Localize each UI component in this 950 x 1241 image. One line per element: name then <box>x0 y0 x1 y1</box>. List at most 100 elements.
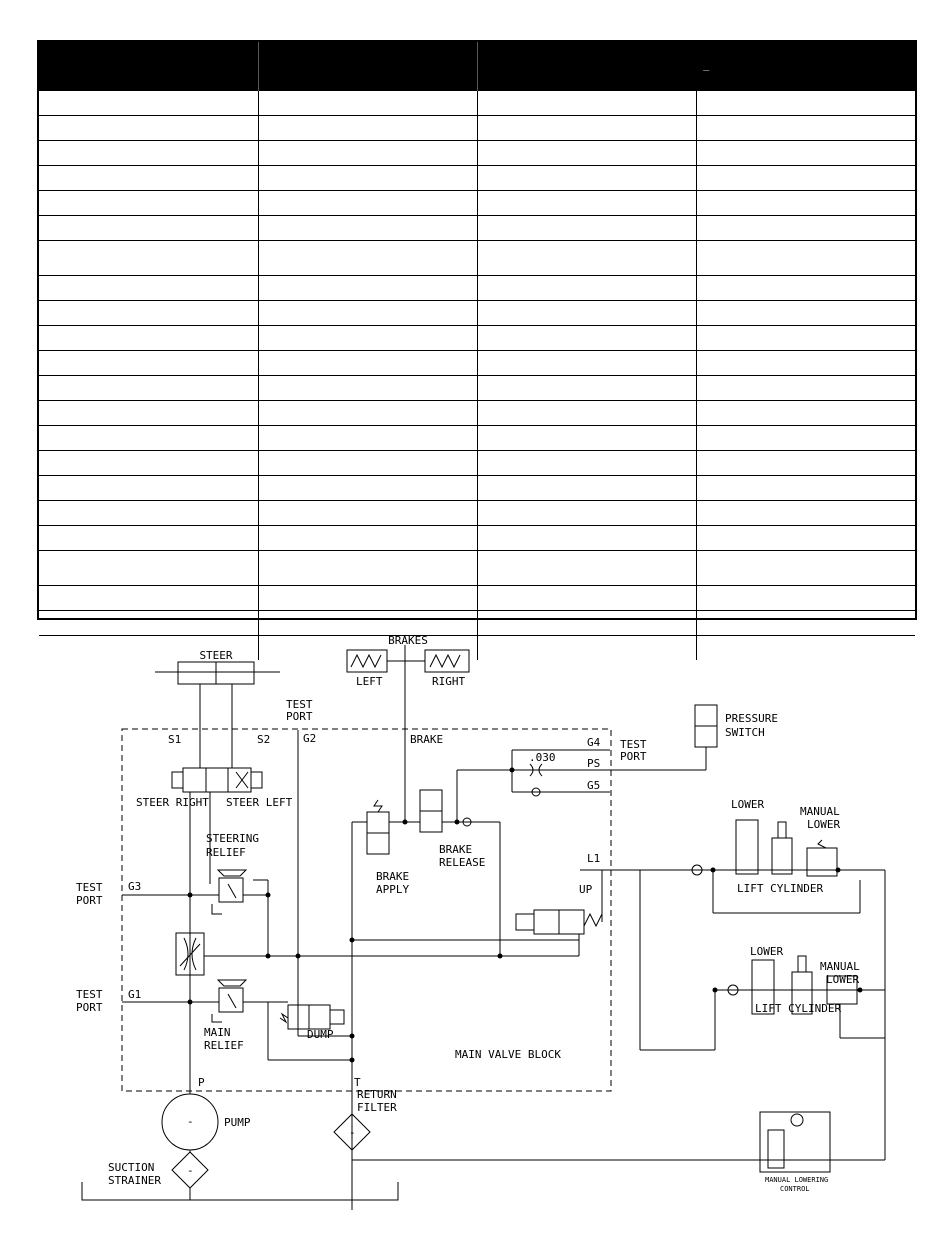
label-lift-cylinder-1: LIFT CYLINDER <box>737 882 823 895</box>
table-row <box>39 400 915 426</box>
table-cell <box>476 550 696 586</box>
table-cell <box>257 450 477 476</box>
table-cell <box>257 300 477 326</box>
table-cell <box>257 90 477 116</box>
table-row <box>39 375 915 401</box>
label-p: P <box>198 1076 205 1089</box>
table-cell <box>476 610 696 636</box>
table-cell <box>39 325 258 351</box>
table-cell <box>257 585 477 611</box>
table-cell <box>257 240 477 276</box>
table-cell <box>476 425 696 451</box>
table-cell <box>257 165 477 191</box>
table-cell <box>39 550 258 586</box>
table-cell <box>39 475 258 501</box>
label-brake-release-2: RELEASE <box>439 856 485 869</box>
table-cell <box>39 500 258 526</box>
table-cell <box>39 140 258 166</box>
table-cell <box>39 90 258 116</box>
label-test-g4-2: PORT <box>620 750 647 763</box>
label-dump: DUMP <box>307 1028 334 1041</box>
label-switch: SWITCH <box>725 726 765 739</box>
label-test-g2-2: PORT <box>286 710 313 723</box>
steer-directional-valve <box>171 742 263 1092</box>
column-header <box>39 42 258 91</box>
label-lower-1: LOWER <box>731 798 764 811</box>
table-row <box>39 190 915 216</box>
table-cell <box>476 215 696 241</box>
brake-actuators <box>346 645 470 822</box>
label-g5: G5 <box>587 779 600 792</box>
table-cell <box>695 215 915 241</box>
table-cell <box>257 140 477 166</box>
table-cell <box>695 500 915 526</box>
label-manual-1: MANUAL <box>800 805 840 818</box>
table-cell <box>257 215 477 241</box>
label-suction: SUCTION <box>108 1161 154 1174</box>
table-cell <box>695 300 915 326</box>
table-row <box>39 325 915 351</box>
label-return: RETURN <box>357 1088 397 1101</box>
brake-apply-valve <box>351 799 420 1210</box>
label-filter: FILTER <box>357 1101 397 1114</box>
label-main-valve-block: MAIN VALVE BLOCK <box>455 1048 561 1061</box>
label-steering-relief: RELIEF <box>206 846 246 859</box>
table-cell <box>39 635 258 660</box>
table-cell <box>476 585 696 611</box>
table-cell <box>257 550 477 586</box>
table-cell <box>476 525 696 551</box>
label-test-g2-1: TEST <box>286 698 313 711</box>
table-cell <box>695 550 915 586</box>
table-row <box>39 635 915 660</box>
suction-strainer <box>81 1151 399 1201</box>
label-manual-lowering: MANUAL LOWERING <box>765 1176 828 1184</box>
table-row <box>39 585 915 611</box>
table-cell <box>695 140 915 166</box>
table-cell <box>695 275 915 301</box>
table-cell <box>39 350 258 376</box>
label-manual-lower-2: LOWER <box>826 973 859 986</box>
table-cell <box>257 425 477 451</box>
pressure-switch <box>610 704 718 771</box>
table-cell <box>257 115 477 141</box>
label-steer-left: STEER LEFT <box>226 796 293 809</box>
label-main-relief: RELIEF <box>204 1039 244 1052</box>
table-cell <box>476 165 696 191</box>
table-cell <box>476 240 696 276</box>
label-up: UP <box>579 883 593 896</box>
up-solenoid-valve <box>352 869 640 956</box>
brake-release-valve <box>419 769 512 956</box>
table-cell <box>695 165 915 191</box>
strainer-mark: - <box>187 1164 194 1177</box>
table-row <box>39 240 915 276</box>
label-test-g3-1: TEST <box>76 881 103 894</box>
flow-control <box>175 932 579 976</box>
parts-table: _ <box>37 40 917 660</box>
table-cell <box>39 610 258 636</box>
label-test-g1-1: TEST <box>76 988 103 1001</box>
table-cell <box>257 400 477 426</box>
label-t: T <box>354 1076 361 1089</box>
table-cell <box>39 585 258 611</box>
header-mark: _ <box>703 60 710 72</box>
label-test-g1-2: PORT <box>76 1001 103 1014</box>
table-cell <box>257 635 477 660</box>
label-s1: S1 <box>168 733 181 746</box>
table-cell <box>476 500 696 526</box>
steer-cylinder <box>155 661 280 742</box>
table-row <box>39 300 915 326</box>
label-steer: STEER <box>199 649 232 662</box>
table-cell <box>476 325 696 351</box>
label-brake-right: RIGHT <box>432 675 465 688</box>
table-cell <box>476 375 696 401</box>
dump-valve <box>268 1004 352 1061</box>
table-cell <box>39 165 258 191</box>
label-test-g3-2: PORT <box>76 894 103 907</box>
label-lift-cylinder-2: LIFT CYLINDER <box>755 1002 841 1015</box>
lift-cylinder-upper <box>639 819 885 1051</box>
table-cell <box>476 300 696 326</box>
table-row <box>39 525 915 551</box>
table-cell <box>39 115 258 141</box>
table-cell <box>257 190 477 216</box>
label-ps: PS <box>587 757 600 770</box>
